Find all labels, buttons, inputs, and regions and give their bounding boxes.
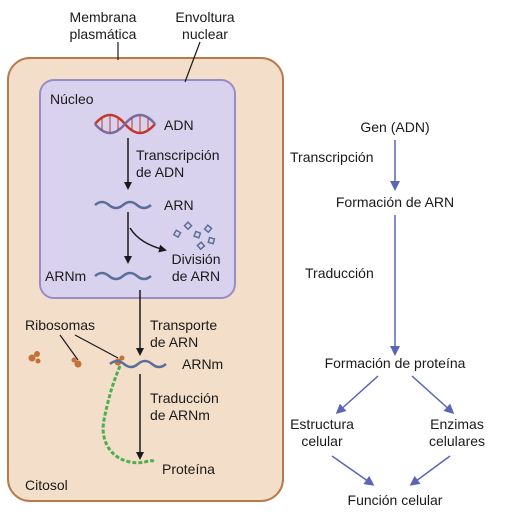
- dna-label: ADN: [164, 117, 194, 133]
- flow-arrow-enzymes-to-function: [409, 455, 451, 486]
- flow-arrow-structure-to-function: [331, 455, 375, 486]
- flow-rna-formation-label: Formación de ARN: [336, 194, 454, 210]
- flow-translation-label: Traducción: [305, 265, 374, 281]
- ribosome-pointer-2: [74, 334, 119, 359]
- mrna-nucleus-strand-icon: [94, 271, 152, 281]
- flow-transcription-label: Transcripción: [290, 149, 374, 165]
- mrna-cytosol-strand-icon: [109, 359, 167, 369]
- flow-enzymes-label-1: Enzimas: [430, 416, 484, 432]
- envelope-label-1: Envoltura: [175, 9, 234, 25]
- flow-structure-label-1: Estructura: [290, 416, 354, 432]
- spliced-fragments-icon: [172, 221, 216, 251]
- mrna-nucleus-label: ARNm: [45, 268, 86, 284]
- transcription-label-1: Transcripción: [136, 147, 220, 163]
- membrane-label-2: plasmática: [70, 26, 137, 42]
- envelope-pointer: [184, 41, 201, 83]
- mrna-cytosol-label: ARNm: [182, 356, 223, 372]
- nucleus-label: Núcleo: [50, 91, 94, 107]
- transport-label-1: Transporte: [150, 317, 217, 333]
- ribosome-pointer-1: [59, 334, 79, 361]
- rna-label: ARN: [164, 197, 194, 213]
- membrane-label-1: Membrana: [70, 9, 137, 25]
- nucleus-body: [39, 79, 236, 299]
- envelope-label-2: nuclear: [182, 26, 228, 42]
- ribosomes-label: Ribosomas: [25, 317, 95, 333]
- protein-label: Proteína: [162, 461, 215, 477]
- splicing-label-2: de ARN: [172, 268, 220, 284]
- flow-structure-label-2: celular: [301, 433, 343, 449]
- rna-strand-icon: [94, 200, 152, 210]
- transcription-label-2: de ADN: [136, 164, 184, 180]
- flow-enzymes-label-2: celulares: [429, 433, 485, 449]
- flow-function-label: Función celular: [348, 492, 443, 508]
- flow-arrow-to-structure: [335, 375, 379, 415]
- cytosol-label: Citosol: [25, 477, 68, 493]
- translation-label-2: de ARNm: [150, 407, 210, 423]
- flow-arrow-to-enzymes: [411, 375, 455, 415]
- flow-protein-formation-label: Formación de proteína: [325, 355, 466, 371]
- translation-label-1: Traducción: [150, 390, 219, 406]
- transport-label-2: de ARN: [150, 334, 198, 350]
- splicing-arrow: [129, 227, 167, 253]
- splicing-label-1: División: [171, 251, 220, 267]
- dna-helix-icon: [94, 113, 156, 135]
- protein-chain-icon: [101, 365, 156, 465]
- flow-gene-label: Gen (ADN): [360, 119, 429, 135]
